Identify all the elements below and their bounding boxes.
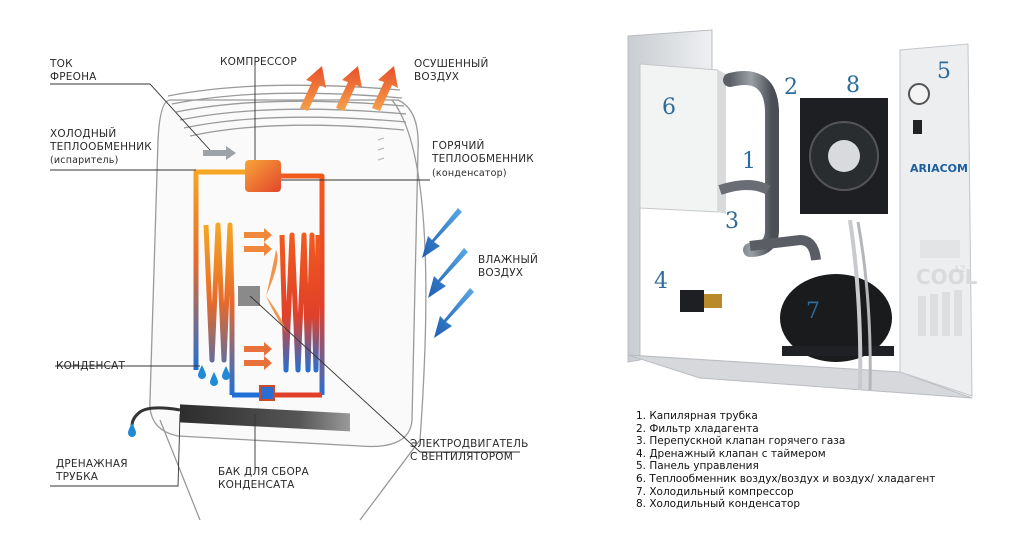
- expansion-valve: [259, 385, 275, 401]
- legend-item: 8. Холодильный конденсатор: [636, 498, 801, 511]
- drain-droplet: [128, 423, 136, 437]
- cold-exchanger-note: (испаритель): [50, 155, 119, 166]
- air-flow-arrows: [244, 228, 272, 370]
- compressor-block: [245, 160, 281, 192]
- leader-lines: [50, 64, 520, 487]
- dried-air-arrows: [300, 66, 398, 111]
- legend-item: 4. Дренажный клапан с таймером: [636, 447, 826, 460]
- pressure-gauge: [908, 83, 930, 105]
- condensate-droplets: [198, 365, 230, 386]
- legend-item: 1. Капилярная трубка: [636, 410, 758, 422]
- compressor-label: КОМПРЕССОР: [220, 56, 297, 68]
- brand-logo: ARIACOM: [910, 162, 968, 175]
- device-illustration: COOL 12 ARIACOM 1 2 3 4 5 6 7 8: [627, 29, 978, 399]
- callout-7: 7: [806, 299, 820, 324]
- legend-item: 3. Перепускной клапан горячего газа: [636, 435, 846, 448]
- dehumidifier-diagram: [50, 64, 520, 521]
- legend-item: 6. Теплообменник воздух/воздух и воздух/…: [636, 472, 936, 485]
- legend-item: 2. Фильтр хладагента: [636, 422, 759, 435]
- condensate-tank: [180, 404, 350, 432]
- humid-air-arrows: [422, 208, 474, 338]
- callout-2: 2: [784, 75, 798, 100]
- motor-fan-label: ЭЛЕКТРОДВИГАТЕЛЬ С ВЕНТИЛЯТОРОМ: [410, 438, 529, 463]
- drain-valve: [680, 290, 704, 312]
- power-switch: [913, 120, 922, 134]
- fan-blade: [266, 250, 286, 332]
- freon-flow-arrow: [203, 146, 236, 160]
- hot-exchanger-note: (конденсатор): [432, 168, 507, 179]
- component-legend: 1. Капилярная трубка 2. Фильтр хладагент…: [636, 410, 935, 511]
- callout-6: 6: [662, 95, 676, 120]
- dried-air-label: ОСУШЕННЫЙ ВОЗДУХ: [414, 58, 489, 83]
- condensate-label: КОНДЕНСАТ: [56, 360, 126, 372]
- callout-3: 3: [725, 209, 739, 234]
- legend-item: 7. Холодильный компрессор: [636, 485, 794, 498]
- hot-exchanger-label: ГОРЯЧИЙ ТЕПЛООБМЕННИК: [432, 140, 534, 165]
- refrigerant-loop: [193, 169, 325, 398]
- callout-1: 1: [742, 149, 756, 174]
- freon-flow-label: ТОК ФРЕОНА: [50, 58, 97, 83]
- compressor-unit: [780, 274, 892, 362]
- vent-slots: [918, 290, 962, 336]
- model-text: COOL: [916, 265, 978, 289]
- cold-exchanger-label: ХОЛОДНЫЙ ТЕПЛООБМЕННИК: [50, 128, 152, 153]
- model-suffix: 12: [954, 265, 965, 275]
- callout-5: 5: [937, 59, 951, 84]
- callout-8: 8: [846, 73, 860, 98]
- tank-label: БАК ДЛЯ СБОРА КОНДЕНСАТА: [218, 466, 309, 491]
- drain-tube-label: ДРЕНАЖНАЯ ТРУБКА: [56, 458, 128, 483]
- callout-4: 4: [654, 269, 668, 294]
- motor-block: [238, 286, 260, 306]
- legend-item: 5. Панель управления: [636, 460, 759, 473]
- humid-air-label: ВЛАЖНЫЙ ВОЗДУХ: [478, 254, 539, 279]
- drain-tube: [130, 406, 181, 427]
- heat-exchanger-box: [639, 63, 719, 213]
- frame-base: [627, 354, 973, 399]
